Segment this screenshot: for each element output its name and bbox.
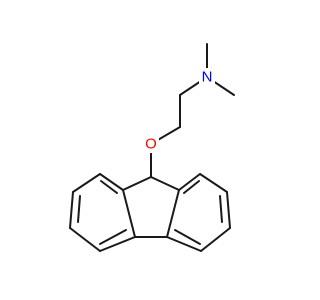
oxygen-label: O <box>145 136 157 153</box>
left-benzene-ring <box>69 173 136 252</box>
bond-right-double-3 <box>183 180 200 194</box>
bond-right-5 <box>199 173 228 193</box>
bond-left-6 <box>99 173 124 191</box>
right-benzene-ring <box>166 173 231 252</box>
bond-right-double-1 <box>174 229 201 245</box>
bond-c9-c9a <box>122 176 152 191</box>
nitrogen-label: N <box>202 69 213 86</box>
bond-c9-c8a <box>150 176 180 191</box>
bond-left-2 <box>99 236 136 252</box>
bond-left-1 <box>122 189 136 238</box>
bond-left-4 <box>69 191 74 229</box>
chemical-structure-diagram: N O <box>69 43 235 252</box>
side-chain-bonds <box>150 43 235 178</box>
bond-right-6 <box>178 173 201 191</box>
bond-right-4 <box>226 191 231 229</box>
bond-right-2 <box>166 236 202 252</box>
bond-right-double-2 <box>219 195 223 223</box>
bond-left-3 <box>69 227 101 252</box>
bond-right-1 <box>166 189 180 238</box>
nitrogen-label-background <box>199 68 215 86</box>
bond-left-double-1 <box>99 229 127 245</box>
bond-left-double-3 <box>100 180 118 194</box>
bond-left-5 <box>72 173 101 193</box>
bond-left-double-2 <box>77 195 81 223</box>
bond-right-3 <box>200 227 231 252</box>
atom-oxygen: O <box>143 135 159 153</box>
oxygen-label-background <box>143 135 159 153</box>
cyclopentadiene-ring-bonds <box>122 176 180 238</box>
atom-nitrogen: N <box>199 68 215 86</box>
